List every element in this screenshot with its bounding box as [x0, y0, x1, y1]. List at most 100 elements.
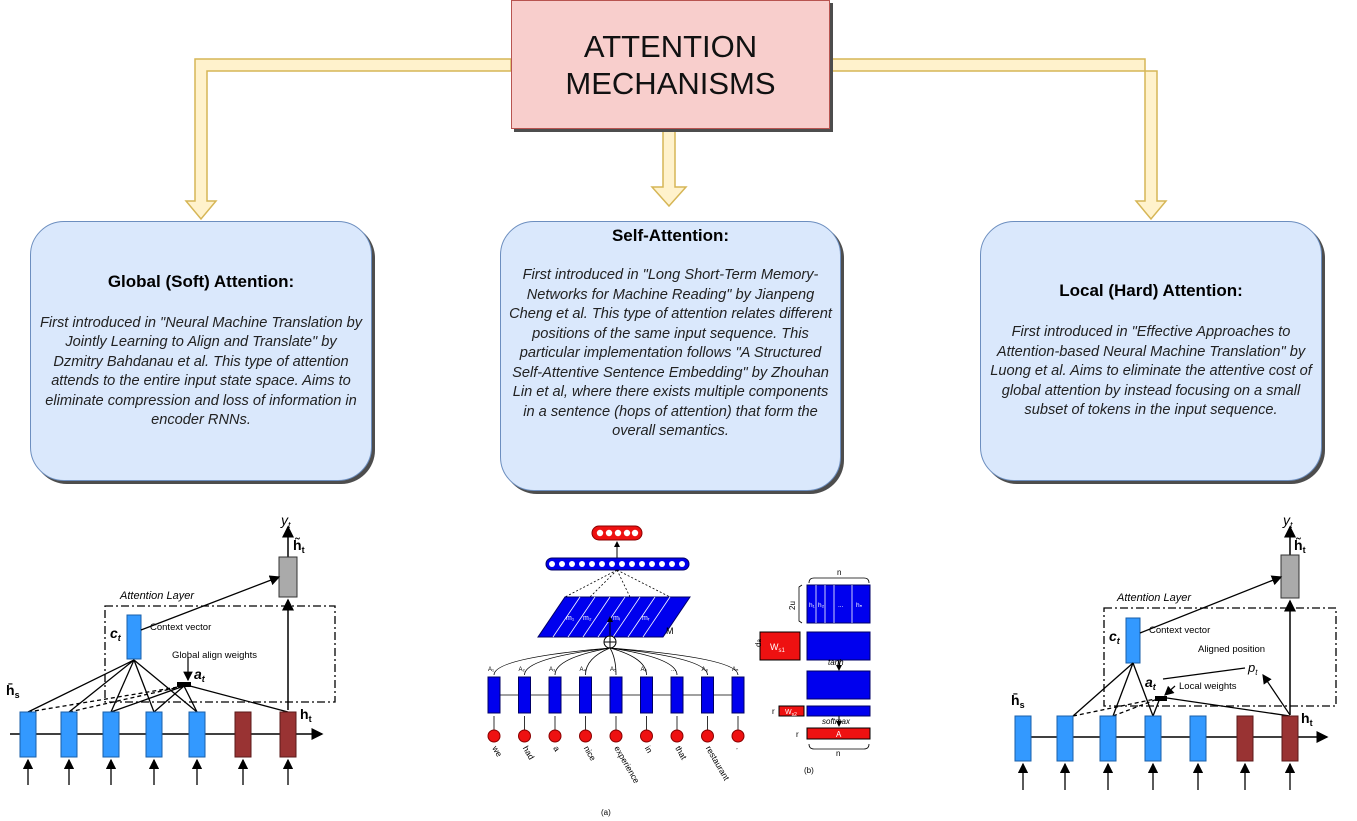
- 2u-label: 2u: [788, 601, 797, 610]
- attention-fan-line: [554, 647, 611, 676]
- attention-weight-label: A₈: [702, 667, 709, 673]
- a-label: at: [194, 666, 206, 684]
- n-top-label: n: [837, 568, 841, 577]
- decoder-state: [1236, 715, 1254, 762]
- hidden-state: [731, 676, 745, 714]
- encoder-state: [1014, 715, 1032, 762]
- decoder-state: [279, 711, 297, 758]
- y-label: yt: [1282, 512, 1293, 530]
- word-embedding-node: [487, 729, 501, 743]
- title-box: ATTENTION MECHANISMS: [511, 0, 830, 129]
- hidden-state: [670, 676, 684, 714]
- dense-node: [679, 561, 685, 567]
- h-cell-n: hₙ: [856, 602, 863, 609]
- output-nodes: [596, 529, 639, 537]
- context-vector-box: [1125, 617, 1141, 664]
- encoder-state: [60, 711, 78, 758]
- dense-node: [599, 561, 605, 567]
- word-token: .: [734, 744, 744, 751]
- attention-fan-line: [609, 647, 647, 676]
- M-label: M: [666, 626, 674, 636]
- softmax-label: softmax: [822, 717, 851, 726]
- self-attention-heading: Self-Attention:: [611, 226, 730, 245]
- tanh-output: [806, 670, 871, 700]
- local-attention-card: Local (Hard) Attention: First introduced…: [980, 221, 1322, 481]
- A-matrix: [806, 727, 871, 740]
- word-embedding-node: [701, 729, 714, 743]
- h-cell-2: h₂: [818, 602, 825, 609]
- r-label-2: r: [796, 730, 799, 739]
- word-token: we: [490, 743, 505, 759]
- word-token: nice: [582, 744, 599, 763]
- encoder-state: [102, 711, 120, 758]
- dense-blue-strip: [545, 557, 690, 571]
- y-label: yt: [280, 512, 291, 530]
- h-bar-s-label: h̄s: [1011, 691, 1025, 710]
- attention-layer-label: Attention Layer: [119, 590, 195, 602]
- H-matrix: [806, 584, 871, 624]
- h-t-label: ht: [300, 706, 312, 724]
- A-label: A: [836, 730, 842, 739]
- local-attention-description: First introduced in "Effective Approache…: [990, 324, 1312, 419]
- dense-node: [639, 561, 645, 567]
- dense-node: [609, 561, 615, 567]
- attention-fan-line: [609, 647, 708, 676]
- c-label: ct: [110, 625, 122, 643]
- word-embedding-node: [579, 729, 592, 743]
- hidden-state: [640, 676, 653, 714]
- figure-b-label: (b): [804, 766, 814, 775]
- dense-node: [669, 561, 675, 567]
- hidden-state: [518, 676, 531, 714]
- hidden-state: [487, 676, 501, 714]
- arrow-to-global: [184, 58, 512, 221]
- hidden-state: [579, 676, 592, 714]
- attention-weight-label: ...: [671, 667, 676, 673]
- dense-node: [549, 561, 555, 567]
- attention-fan-line: [609, 647, 678, 676]
- arrow-to-self: [650, 129, 688, 208]
- context-vector-box: [126, 614, 142, 660]
- attention-weight-label: A₂: [519, 667, 526, 673]
- decoder-state: [1281, 715, 1299, 762]
- local-weights-bar: [1155, 696, 1167, 701]
- h-tilde-box: [1280, 554, 1300, 599]
- word-token: that: [673, 744, 689, 762]
- encoder-state: [1189, 715, 1207, 762]
- attention-weight-label: A₃: [549, 667, 556, 673]
- dense-nodes: [549, 561, 685, 567]
- attention-weight-label: A₁: [488, 667, 494, 673]
- ws2-label: Ws2: [785, 709, 797, 718]
- word-token: in: [643, 744, 655, 755]
- decoder-state: [234, 711, 252, 758]
- local-attention-diagram: yt h̃t Attention Layer ct Context vector…: [1011, 512, 1337, 790]
- align-weights-bar: [177, 682, 191, 687]
- h-tilde-label: h̃t: [1294, 536, 1306, 555]
- attention-weight-label: A₆: [641, 667, 648, 673]
- global-attention-card: Global (Soft) Attention: First introduce…: [30, 221, 372, 481]
- dense-node: [569, 561, 575, 567]
- attention-fan-line: [585, 647, 611, 676]
- self-attention-diagram-b: n h₁ h₂ ... hₙ 2u Ws1 da tanh Ws2 r soft…: [754, 568, 871, 775]
- word-embedding-node: [731, 729, 745, 743]
- local-attention-heading: Local (Hard) Attention:: [1059, 281, 1243, 301]
- attention-layer-box: [104, 605, 336, 703]
- context-vector-label: Context vector: [1149, 625, 1210, 636]
- m-label-2: m₂: [583, 615, 592, 622]
- h-bar-s-label: h̄s: [6, 681, 20, 700]
- p-label: pt: [1247, 660, 1258, 677]
- global-align-weights-label: Global align weights: [172, 650, 257, 661]
- hidden-state: [701, 676, 714, 714]
- m-label-r: mᵣ: [642, 615, 650, 622]
- word-embedding-node: [548, 729, 562, 743]
- attention-layer-box: [1103, 607, 1337, 707]
- attention-fan-line: [524, 647, 611, 676]
- attention-weight-label: A₅: [610, 667, 617, 673]
- da-label: da: [754, 639, 763, 647]
- hidden-state: [609, 676, 623, 714]
- encoder-state: [188, 711, 206, 758]
- ws2-block: [778, 705, 805, 717]
- word-embedding-node: [518, 729, 531, 743]
- h-t-label: ht: [1301, 710, 1313, 728]
